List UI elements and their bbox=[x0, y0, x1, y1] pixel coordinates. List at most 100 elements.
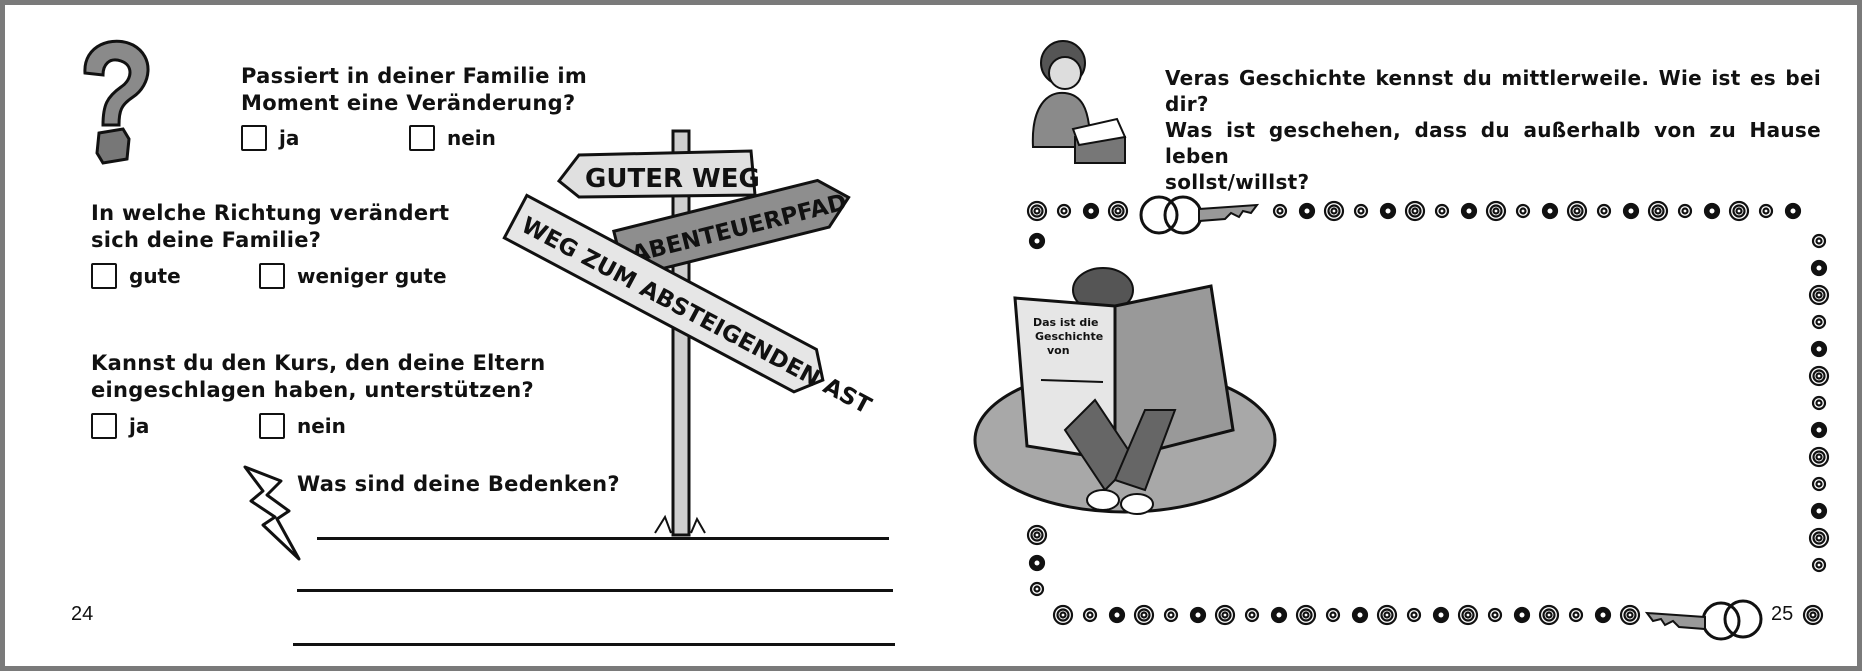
question-mark-icon bbox=[83, 39, 150, 165]
right-prompt-line2: Was ist geschehen, dass du außerhalb von… bbox=[1165, 118, 1821, 168]
decorative-border-frame[interactable] bbox=[1013, 185, 1833, 655]
sign-guter-weg: GUTER WEG bbox=[556, 149, 760, 199]
answer-line-3[interactable] bbox=[293, 643, 895, 646]
option-label: gute bbox=[129, 264, 181, 288]
q1-option-nein[interactable]: nein bbox=[409, 125, 496, 151]
checkbox[interactable] bbox=[259, 413, 285, 439]
border-dot bbox=[1298, 202, 1316, 220]
border-dot bbox=[1082, 607, 1098, 623]
question-3-line1: Kannst du den Kurs, den deine Eltern bbox=[91, 351, 546, 375]
border-dot bbox=[1811, 233, 1827, 249]
checkbox[interactable] bbox=[241, 125, 267, 151]
border-dot bbox=[1811, 476, 1827, 492]
border-dot bbox=[1026, 524, 1048, 546]
q1-option-ja[interactable]: ja bbox=[241, 125, 409, 151]
border-dot bbox=[1406, 607, 1422, 623]
border-dot bbox=[1244, 607, 1260, 623]
border-dot bbox=[1811, 395, 1827, 411]
border-dot bbox=[1434, 203, 1450, 219]
border-dot bbox=[1056, 203, 1072, 219]
border-dot bbox=[1802, 604, 1824, 626]
option-label: ja bbox=[279, 126, 300, 150]
q3-option-nein[interactable]: nein bbox=[259, 413, 346, 439]
q2-option-gute[interactable]: gute bbox=[91, 263, 259, 289]
q2-option-weniger-gute[interactable]: weniger gute bbox=[259, 263, 447, 289]
q3-option-ja[interactable]: ja bbox=[91, 413, 259, 439]
border-dot bbox=[1758, 203, 1774, 219]
border-dot bbox=[1622, 202, 1640, 220]
border-dot bbox=[1596, 203, 1612, 219]
checkbox[interactable] bbox=[259, 263, 285, 289]
border-dot bbox=[1513, 606, 1531, 624]
book-cover-line1: Das ist die bbox=[1033, 316, 1098, 329]
border-dot bbox=[1566, 200, 1588, 222]
book-cover-line3: von bbox=[1047, 344, 1070, 357]
border-dot bbox=[1353, 203, 1369, 219]
border-dot bbox=[1272, 203, 1288, 219]
border-dot bbox=[1376, 604, 1398, 626]
question-2-line1: In welche Richtung verändert bbox=[91, 201, 450, 225]
border-dot bbox=[1028, 232, 1046, 250]
question-3-text: Kannst du den Kurs, den deine Eltern ein… bbox=[91, 350, 545, 404]
border-dot bbox=[1379, 202, 1397, 220]
border-dot bbox=[1214, 604, 1236, 626]
border-dot bbox=[1107, 200, 1129, 222]
question-1-line2: Moment eine Veränderung? bbox=[241, 91, 576, 115]
checkbox[interactable] bbox=[91, 263, 117, 289]
border-dot bbox=[1784, 202, 1802, 220]
border-dot bbox=[1808, 527, 1830, 549]
border-dot bbox=[1028, 554, 1046, 572]
question-1-options: ja nein bbox=[241, 125, 496, 151]
book-cover-line2: Geschichte bbox=[1035, 330, 1103, 343]
border-dot bbox=[1270, 606, 1288, 624]
border-dot bbox=[1460, 202, 1478, 220]
border-dot bbox=[1677, 203, 1693, 219]
border-dot bbox=[1619, 604, 1641, 626]
right-prompt: Veras Geschichte kennst du mittlerweile.… bbox=[1165, 65, 1821, 195]
border-dot bbox=[1808, 365, 1830, 387]
question-2-text: In welche Richtung verändert sich deine … bbox=[91, 200, 449, 254]
option-label: nein bbox=[447, 126, 496, 150]
key-icon bbox=[1644, 599, 1763, 641]
question-3-line2: eingeschlagen haben, unterstützen? bbox=[91, 378, 534, 402]
border-dot bbox=[1432, 606, 1450, 624]
option-label: ja bbox=[129, 414, 150, 438]
border-dot bbox=[1568, 607, 1584, 623]
border-dot bbox=[1811, 314, 1827, 330]
border-dot bbox=[1541, 202, 1559, 220]
border-dot bbox=[1594, 606, 1612, 624]
option-label: nein bbox=[297, 414, 346, 438]
border-dot bbox=[1647, 200, 1669, 222]
border-dot bbox=[1325, 607, 1341, 623]
lightning-icon bbox=[243, 465, 301, 561]
border-dot bbox=[1810, 259, 1828, 277]
border-dot bbox=[1810, 502, 1828, 520]
border-dot bbox=[1728, 200, 1750, 222]
border-dot bbox=[1515, 203, 1531, 219]
book-spread: Passiert in deiner Familie im Moment ein… bbox=[5, 5, 1857, 666]
right-prompt-line3: sollst/willst? bbox=[1165, 170, 1310, 194]
border-dot bbox=[1808, 446, 1830, 468]
border-dot bbox=[1808, 284, 1830, 306]
question-3-options: ja nein bbox=[91, 413, 346, 439]
checkbox[interactable] bbox=[409, 125, 435, 151]
sign-guter-weg-label: GUTER WEG bbox=[585, 164, 760, 194]
right-prompt-line1: Veras Geschichte kennst du mittlerweile.… bbox=[1165, 66, 1821, 116]
answer-line-2[interactable] bbox=[297, 589, 893, 592]
answer-line-1[interactable] bbox=[317, 537, 889, 540]
question-4-text: Was sind deine Bedenken? bbox=[297, 472, 620, 496]
border-dot bbox=[1351, 606, 1369, 624]
border-dot bbox=[1163, 607, 1179, 623]
writing-boy-icon bbox=[1031, 40, 1127, 164]
signpost-illustration: GUTER WEG ABENTEUERPFAD WEG ZUM ABSTEIGE… bbox=[502, 129, 876, 537]
page-number-left: 24 bbox=[71, 603, 94, 625]
border-dot bbox=[1538, 604, 1560, 626]
border-dot bbox=[1404, 200, 1426, 222]
border-dot bbox=[1323, 200, 1345, 222]
checkbox[interactable] bbox=[91, 413, 117, 439]
border-dot bbox=[1487, 607, 1503, 623]
page-number-right: 25 bbox=[1771, 603, 1794, 625]
border-dot bbox=[1295, 604, 1317, 626]
border-dot bbox=[1026, 200, 1048, 222]
border-dot bbox=[1485, 200, 1507, 222]
